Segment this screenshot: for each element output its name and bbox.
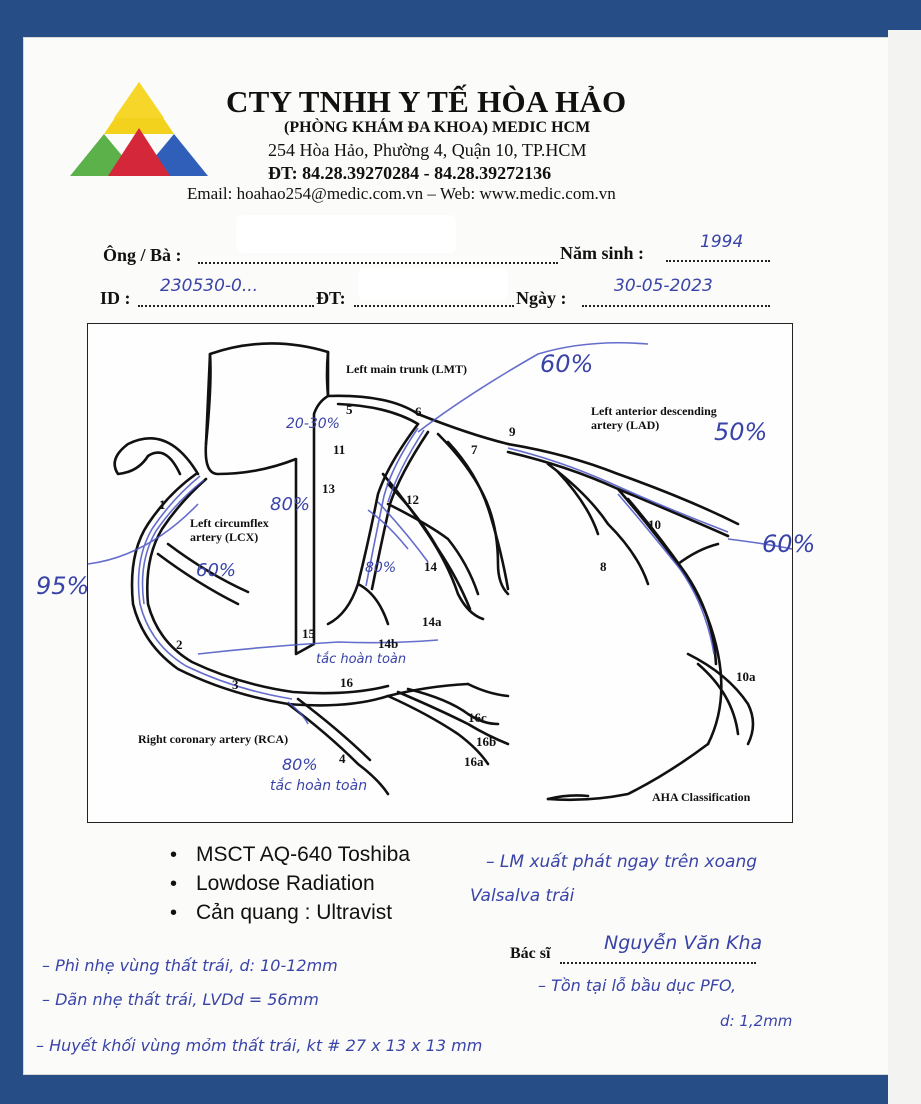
id-value: 230530-0...: [160, 276, 258, 296]
note-thrombus: – Huyết khối vùng mỏm thất trái, kt # 27…: [36, 1036, 482, 1055]
bullet-contrast: Cản quang : Ultravist: [170, 898, 410, 927]
note-pfo: – Tồn tại lỗ bầu dục PFO,: [538, 976, 736, 995]
coronary-tree-drawing: [88, 324, 792, 822]
birth-label: Năm sinh :: [560, 243, 644, 264]
annotation-om: 80%: [365, 560, 396, 576]
birth-dotline: [666, 260, 770, 262]
clinic-logo: [68, 78, 210, 178]
label-lcx: Left circumflex artery (LCX): [190, 516, 269, 544]
segment-14: 14: [424, 559, 437, 575]
phone-label: ĐT:: [316, 288, 346, 309]
page-edge: [888, 30, 921, 1104]
segment-10: 10: [648, 517, 661, 533]
annotation-lcx2: 60%: [196, 560, 236, 581]
doctor-dotline: [560, 962, 756, 964]
bullet-scanner: MSCT AQ-640 Toshiba: [170, 840, 410, 869]
segment-12: 12: [406, 492, 419, 508]
segment-3: 3: [232, 677, 239, 693]
clinic-address: 254 Hòa Hảo, Phường 4, Quận 10, TP.HCM: [268, 140, 586, 161]
annotation-rca: 95%: [36, 572, 89, 600]
id-dotline: [138, 305, 314, 307]
segment-2: 2: [176, 637, 183, 653]
segment-11: 11: [333, 442, 345, 458]
clinic-phone: ĐT: 84.28.39270284 - 84.28.39272136: [268, 163, 551, 184]
segment-14b: 14b: [378, 636, 398, 652]
segment-8: 8: [600, 559, 607, 575]
annotation-lad-mid: 60%: [762, 530, 815, 558]
segment-5: 5: [346, 402, 353, 418]
label-aha: AHA Classification: [652, 790, 750, 804]
note-hypertrophy: – Phì nhẹ vùng thất trái, d: 10-12mm: [42, 956, 338, 975]
annotation-lm-range: 20-30%: [286, 416, 340, 432]
coronary-diagram: Left main trunk (LMT) Left anterior desc…: [87, 323, 793, 823]
segment-16: 16: [340, 675, 353, 691]
note-pfo-size: d: 1,2mm: [720, 1012, 792, 1030]
doctor-name: Nguyễn Văn Kha: [604, 932, 762, 954]
segment-16c: 16c: [468, 710, 487, 726]
name-dotline: [198, 262, 558, 264]
note-valsalva: Valsalva trái: [470, 886, 574, 906]
id-label: ID :: [100, 288, 131, 309]
birth-value: 1994: [700, 232, 743, 252]
clinic-name: (PHÒNG KHÁM ĐA KHOA) MEDIC HCM: [284, 119, 590, 137]
label-lad: Left anterior descending artery (LAD): [591, 404, 717, 432]
segment-6: 6: [415, 404, 422, 420]
clinic-email: Email: hoahao254@medic.com.vn – Web: www…: [187, 184, 616, 204]
company-name: CTY TNHH Y TẾ HÒA HẢO: [226, 84, 626, 120]
annotation-occlusion-2: tắc hoàn toàn: [270, 778, 367, 794]
segment-15: 15: [302, 626, 315, 642]
note-dilation: – Dãn nhẹ thất trái, LVDd = 56mm: [42, 990, 319, 1009]
note-lm-origin: – LM xuất phát ngay trên xoang: [486, 852, 757, 872]
segment-16b: 16b: [476, 734, 496, 750]
label-lmt: Left main trunk (LMT): [346, 362, 467, 376]
annotation-lcx: 80%: [270, 494, 310, 515]
segment-13: 13: [322, 481, 335, 497]
redacted-phone: [358, 268, 508, 300]
annotation-rca-dist: 80%: [282, 755, 318, 774]
segment-14a: 14a: [422, 614, 442, 630]
bullet-radiation: Lowdose Radiation: [170, 869, 410, 898]
date-value: 30-05-2023: [614, 276, 713, 296]
redacted-name: [236, 215, 456, 253]
phone-dotline: [354, 305, 514, 307]
date-dotline: [582, 305, 770, 307]
label-rca: Right coronary artery (RCA): [138, 732, 288, 746]
segment-10a: 10a: [736, 669, 756, 685]
segment-4: 4: [339, 751, 346, 767]
doctor-label: Bác sĩ: [510, 945, 550, 963]
segment-16a: 16a: [464, 754, 484, 770]
segment-7: 7: [471, 442, 478, 458]
segment-1: 1: [159, 497, 166, 513]
scan-details-list: MSCT AQ-640 Toshiba Lowdose Radiation Cả…: [170, 840, 410, 927]
segment-9: 9: [509, 424, 516, 440]
annotation-lmt: 60%: [540, 350, 593, 378]
annotation-occlusion: tắc hoàn toàn: [316, 652, 406, 667]
name-label: Ông / Bà :: [103, 245, 182, 266]
date-label: Ngày :: [516, 288, 567, 309]
annotation-lad: 50%: [714, 418, 767, 446]
